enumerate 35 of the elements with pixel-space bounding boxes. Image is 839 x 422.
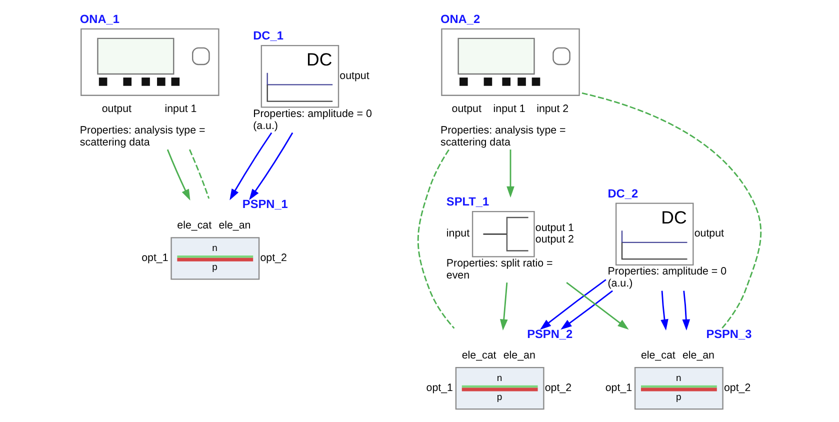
node-label: output (694, 228, 724, 240)
node-label: opt_2 (544, 382, 572, 394)
node-label: opt_2 (260, 252, 286, 264)
node-label: input (446, 228, 470, 240)
node-label: Properties: split ratio = even (446, 257, 552, 282)
node-label: DC_2 (607, 186, 638, 200)
node-label: output 1 (534, 222, 574, 234)
node-label: opt_2 (724, 382, 750, 394)
node-label: ele_cat (640, 349, 675, 362)
node-label: ele_an (218, 219, 250, 232)
node-label: ONA_1 (79, 12, 119, 26)
node-label: SPLT_1 (446, 194, 489, 209)
node-label: output 2 (534, 234, 574, 246)
node-label: output (339, 70, 369, 82)
node-label: opt_1 (604, 382, 632, 394)
node-label: input 2 (536, 103, 568, 116)
node-label: DC_1 (252, 28, 283, 43)
node-label: input 1 (492, 103, 525, 116)
node-label: Properties: amplitude = 0 (a.u.) (252, 108, 372, 132)
node-label: output (451, 103, 481, 116)
node-label: ele_cat (176, 219, 212, 232)
node-label: ele_an (682, 349, 714, 362)
node-label: output (101, 103, 132, 116)
node-label: ele_cat (461, 349, 496, 362)
node-label: input 1 (164, 103, 196, 116)
node-label: opt_1 (141, 252, 168, 264)
node-label: Properties: amplitude = 0 (a.u.) (607, 266, 726, 290)
node-label: ele_an (502, 349, 535, 362)
node-label: PSPN_1 (242, 197, 288, 212)
node-label: ONA_2 (440, 12, 480, 26)
node-label: opt_1 (426, 382, 452, 394)
node-label: PSPN_2 (526, 326, 572, 341)
node-label: Properties: analysis type = scattering data (440, 124, 566, 148)
node-label: PSPN_3 (706, 326, 752, 341)
node-label: Properties: analysis type = scattering data (79, 124, 205, 148)
